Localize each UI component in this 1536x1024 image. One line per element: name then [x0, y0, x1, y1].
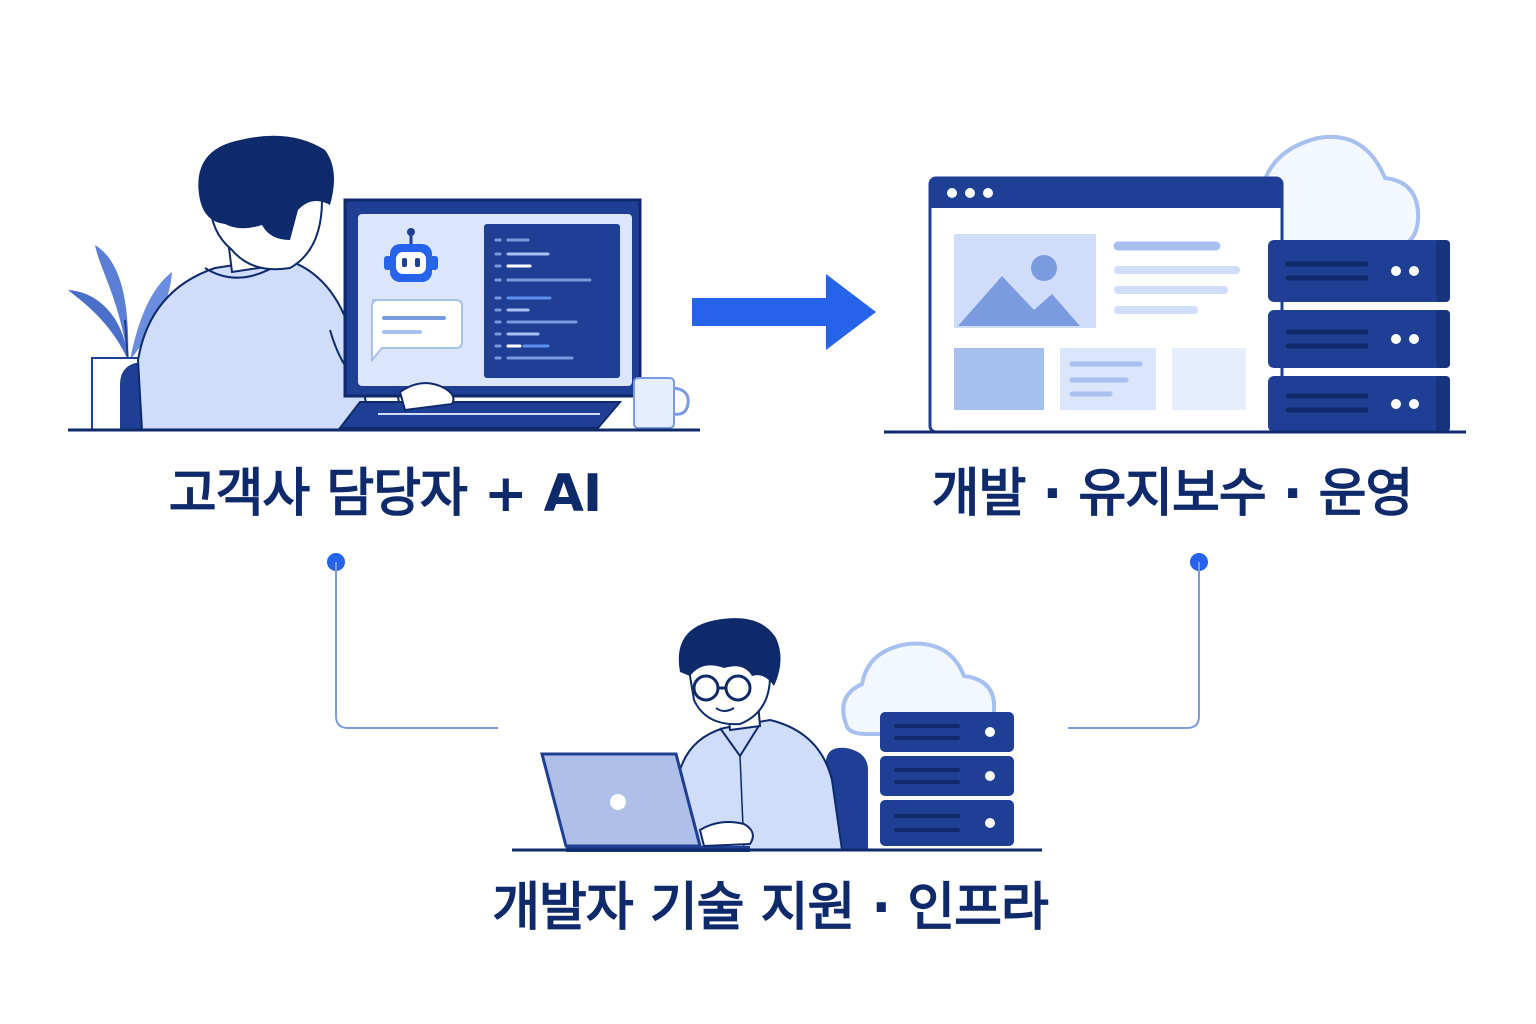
dev-maintenance-ops-label: 개발 · 유지보수 · 운영 — [931, 464, 1414, 524]
customer-ai-label: 고객사 담당자 + AI — [168, 464, 603, 524]
browser-window — [928, 176, 1284, 434]
developer-body — [674, 718, 844, 851]
customer-hair — [198, 135, 334, 240]
developer-hair — [678, 618, 781, 686]
server-stack-icon — [880, 712, 1014, 846]
mug-icon — [633, 377, 690, 429]
service-scene — [884, 134, 1466, 434]
customer-body — [136, 256, 374, 431]
chat-bubble-icon — [371, 299, 463, 363]
server-stack-icon — [1268, 240, 1450, 432]
arrow-right-icon — [692, 274, 876, 350]
connector-lines — [327, 553, 1208, 729]
ai-robot-icon — [384, 228, 438, 282]
image-placeholder-icon — [954, 234, 1096, 328]
developer-scene — [512, 618, 1042, 852]
dev-support-infra-label: 개발자 기술 지원 · 인프라 — [492, 878, 1049, 938]
glasses-icon — [692, 674, 752, 702]
laptop-monitor — [343, 198, 642, 398]
customer-scene — [68, 135, 700, 432]
